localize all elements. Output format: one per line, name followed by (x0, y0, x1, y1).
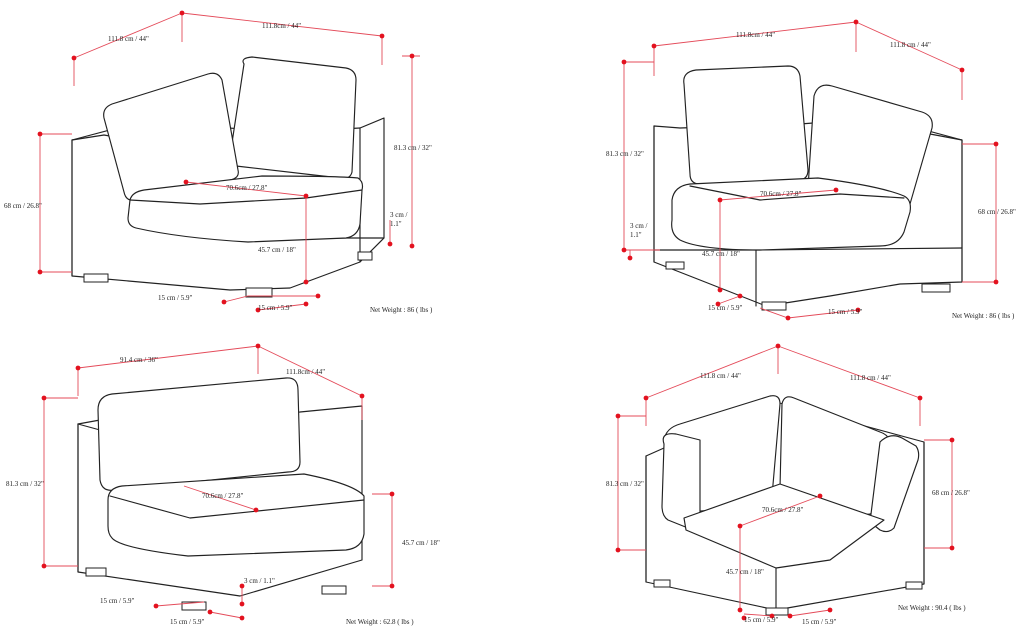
dimension-lines (621, 19, 999, 321)
arm-height-label: 68 cm / 26.8" (4, 202, 42, 210)
view-1-corner-chair-left: 111.8 cm / 44" 111.8cm / 44" 81.3 cm / 3… (4, 10, 433, 314)
arm-height-label: 68 cm / 26.8" (978, 208, 1016, 216)
net-weight-label: Net Weight : 86 ( lbs ) (370, 306, 433, 314)
leg-height-label: 3 cm / 1.1" (244, 577, 275, 585)
net-weight-label: Net Weight : 86 ( lbs ) (952, 312, 1015, 320)
leg-width-label-a: 15 cm / 5.9" (708, 304, 742, 312)
width-top-label: 111.8cm / 44" (736, 31, 775, 39)
seat-depth-label: 70.6cm / 27.8" (226, 184, 267, 192)
width-top-label: 111.8 cm / 44" (850, 374, 891, 382)
seat-depth-label: 70.6cm / 27.8" (202, 492, 243, 500)
leg-width-label-b: 15 cm / 5.9" (258, 304, 292, 312)
net-weight-label: Net Weight : 90.4 ( lbs ) (898, 604, 966, 612)
leg-width-label-b: 15 cm / 5.9" (828, 308, 862, 316)
seat-height-label: 45.7 cm / 18" (402, 539, 440, 547)
depth-top-label: 111.8 cm / 44" (890, 41, 931, 49)
height-total-label: 81.3 cm / 32" (394, 144, 432, 152)
leg-width-label-b: 15 cm / 5.9" (802, 618, 836, 626)
leg-width-label-a: 15 cm / 5.9" (100, 597, 134, 605)
arm-height-label: 68 cm / 26.8" (932, 489, 970, 497)
depth-top-label: 111.8 cm / 44" (700, 372, 741, 380)
view-2-corner-chair-right: 111.8cm / 44" 111.8 cm / 44" 81.3 cm / 3… (606, 19, 1016, 321)
leg-width-label-a: 15 cm / 5.9" (744, 616, 778, 624)
leg-width-label-b: 15 cm / 5.9" (170, 618, 204, 626)
leg-height-label-a: 3 cm / (630, 222, 648, 230)
dimension-lines (615, 343, 955, 621)
seat-depth-label: 70.6cm / 27.8" (760, 190, 801, 198)
seat-depth-label: 70.6cm / 27.8" (762, 506, 803, 514)
dimension-lines (37, 10, 420, 313)
sofa-drawing (71, 56, 385, 298)
view-4-corner-chair-front: 111.8 cm / 44" 111.8 cm / 44" 81.3 cm / … (606, 343, 970, 626)
dimension-lines (41, 343, 395, 621)
height-total-label: 81.3 cm / 32" (6, 480, 44, 488)
sofa-drawing (645, 395, 925, 616)
sofa-drawing (77, 377, 365, 611)
leg-height-label-b: 1.1" (390, 220, 402, 228)
seat-height-label: 45.7 cm / 18" (702, 250, 740, 258)
seat-height-label: 45.7 cm / 18" (726, 568, 764, 576)
view-3-armless-chair: 91.4 cm / 36" 111.8cm / 44" 81.3 cm / 32… (6, 343, 440, 626)
leg-height-label-b: 1.1" (630, 231, 642, 239)
sofa-drawing (653, 65, 963, 311)
net-weight-label: Net Weight : 62.8 ( lbs ) (346, 618, 414, 626)
leg-width-label-a: 15 cm / 5.9" (158, 294, 192, 302)
height-total-label: 81.3 cm / 32" (606, 150, 644, 158)
seat-height-label: 45.7 cm / 18" (258, 246, 296, 254)
height-total-label: 81.3 cm / 32" (606, 480, 644, 488)
width-top-label: 91.4 cm / 36" (120, 356, 158, 364)
width-top-label: 111.8cm / 44" (262, 22, 301, 30)
depth-top-label: 111.8cm / 44" (286, 368, 325, 376)
depth-top-label: 111.8 cm / 44" (108, 35, 149, 43)
leg-height-label-a: 3 cm / (390, 211, 408, 219)
